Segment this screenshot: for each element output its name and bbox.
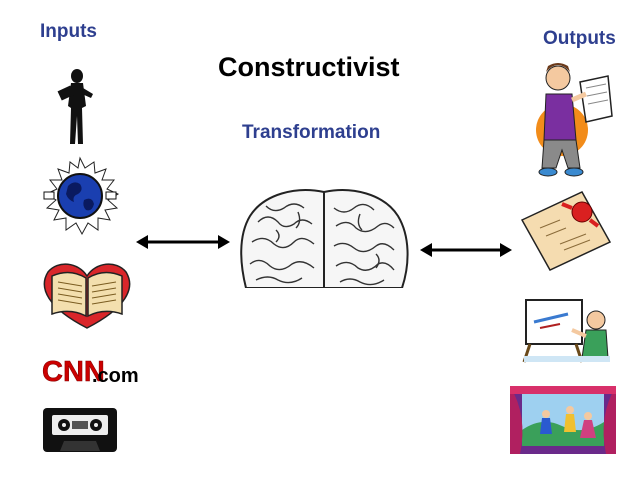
diagram-title: Constructivist [218,52,400,82]
open-book-icon [43,263,131,329]
transformation-label: Transformation [242,122,381,143]
cassette-tape-icon [43,408,117,452]
inputs-heading: Inputs [40,21,97,42]
theater-stage-icon [510,386,616,454]
person-presenting-paper-icon [536,63,613,177]
right-bidirectional-arrow [420,243,512,257]
cnn-logo: CNN .com [42,356,138,387]
outputs-heading: Outputs [543,28,616,49]
left-bidirectional-arrow [136,235,230,249]
brain-icon [240,189,409,288]
sealed-letter-icon [520,191,612,271]
cnn-brand-text: CNN [42,356,105,387]
person-reading-silhouette-icon [57,69,93,144]
globe-icon [43,156,120,236]
artist-at-easel-icon [522,299,610,363]
cnn-suffix-text: .com [92,365,138,387]
